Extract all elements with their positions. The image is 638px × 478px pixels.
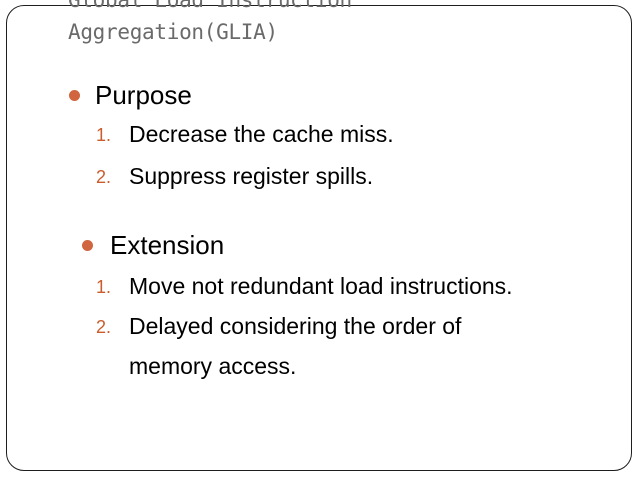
item-number: 1. (96, 277, 112, 297)
item-number: 1. (96, 125, 112, 145)
item-number: 2. (96, 317, 112, 337)
item-number: 2. (96, 167, 112, 187)
section-heading: Extension (110, 230, 225, 260)
list-item: Suppress register spills. (129, 163, 374, 189)
list-item: Decrease the cache miss. (129, 121, 394, 147)
list-item-continuation: memory access. (129, 353, 297, 379)
title-line-2: Aggregation(GLIA) (68, 20, 278, 44)
bullet-icon (82, 240, 93, 251)
slide-frame (6, 5, 632, 471)
title-line-1: Global Load Instruction (68, 0, 352, 12)
list-item: Delayed considering the order of (129, 313, 462, 339)
slide-title: Global Load Instruction Aggregation(GLIA… (68, 0, 352, 48)
section-heading: Purpose (95, 80, 192, 110)
bullet-icon (69, 90, 80, 101)
list-item: Move not redundant load instructions. (129, 273, 513, 299)
